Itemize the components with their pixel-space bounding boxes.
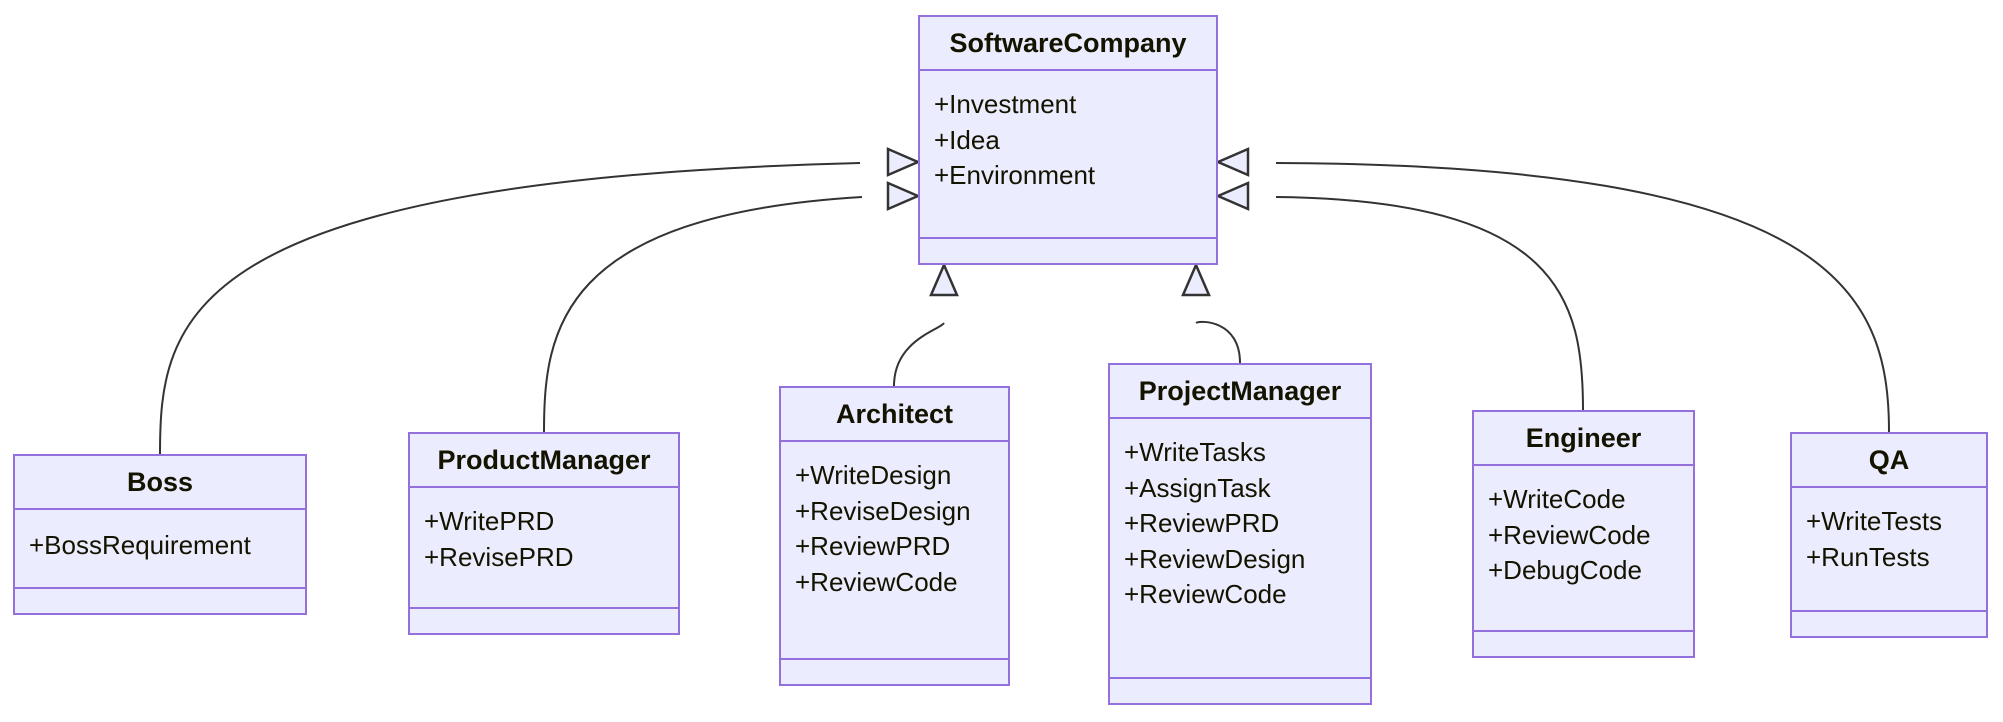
class-attributes-compartment: +BossRequirement	[15, 510, 305, 589]
uml-class-projectmanager[interactable]: ProjectManager +WriteTasks +AssignTask +Rev…	[1108, 363, 1372, 705]
class-attributes-compartment: +WritePRD +RevisePRD	[410, 488, 678, 609]
class-attribute: +AssignTask	[1124, 472, 1271, 503]
class-methods-compartment	[15, 589, 305, 613]
uml-class-boss[interactable]: Boss +BossRequirement	[13, 454, 307, 615]
class-attributes-compartment: +WriteDesign +ReviseDesign +ReviewPRD +Revi…	[781, 442, 1008, 660]
class-attribute: +BossRequirement	[29, 530, 251, 560]
class-attribute: +RevisePRD	[424, 541, 574, 572]
class-attributes-compartment: +WriteTests +RunTests	[1792, 488, 1986, 612]
class-name-label: Architect	[781, 388, 1008, 442]
generalization-arrow-icon	[886, 147, 922, 177]
class-attributes-compartment: +WriteCode +ReviewCode +DebugCode	[1474, 466, 1693, 632]
edge-line	[1195, 320, 1241, 364]
uml-class-qa[interactable]: QA +WriteTests +RunTests	[1790, 432, 1988, 638]
uml-class-productmanager[interactable]: ProductManager +WritePRD +RevisePRD	[408, 432, 680, 635]
class-attribute: +ReviewCode	[795, 566, 958, 597]
class-attribute: +ReviewDesign	[1124, 543, 1306, 574]
edge-line	[893, 322, 945, 387]
uml-class-softwarecompany[interactable]: SoftwareCompany +Investment +Idea +Environm…	[918, 15, 1218, 265]
class-attribute: +WriteDesign	[795, 460, 952, 490]
class-attribute: +Environment	[934, 160, 1096, 191]
class-name-label: Boss	[15, 456, 305, 510]
class-attribute: +WritePRD	[424, 506, 555, 536]
generalization-arrow-icon	[1214, 181, 1250, 211]
class-attribute: +WriteTests	[1806, 506, 1943, 536]
class-attribute: +WriteTasks	[1124, 437, 1266, 467]
class-attribute: +ReviewPRD	[795, 531, 951, 562]
class-methods-compartment	[781, 660, 1008, 684]
class-attribute: +DebugCode	[1488, 555, 1642, 586]
edge-projectmanager-to-company	[1181, 261, 1241, 364]
edge-line	[159, 162, 861, 455]
class-name-label: ProjectManager	[1110, 365, 1370, 419]
edge-architect-to-company	[893, 261, 959, 387]
class-attribute: +ReviewCode	[1124, 579, 1287, 610]
generalization-arrow-icon	[929, 261, 959, 297]
class-name-label: Engineer	[1474, 412, 1693, 466]
class-name-label: QA	[1792, 434, 1986, 488]
class-attribute: +ReviewCode	[1488, 519, 1651, 550]
class-attribute: +WriteCode	[1488, 484, 1626, 514]
generalization-arrow-icon	[886, 181, 922, 211]
class-attributes-compartment: +Investment +Idea +Environment	[920, 71, 1216, 239]
class-attribute: +Investment	[934, 89, 1077, 119]
class-attribute: +Idea	[934, 124, 1000, 155]
uml-class-architect[interactable]: Architect +WriteDesign +ReviseDesign +Revie…	[779, 386, 1010, 686]
class-name-label: SoftwareCompany	[920, 17, 1216, 71]
class-methods-compartment	[1110, 679, 1370, 703]
generalization-arrow-icon	[1214, 147, 1250, 177]
class-methods-compartment	[410, 609, 678, 633]
generalization-arrow-icon	[1181, 261, 1211, 297]
class-methods-compartment	[920, 239, 1216, 263]
class-methods-compartment	[1792, 612, 1986, 636]
class-methods-compartment	[1474, 632, 1693, 656]
class-name-label: ProductManager	[410, 434, 678, 488]
class-attribute: +ReviewPRD	[1124, 508, 1280, 539]
uml-class-engineer[interactable]: Engineer +WriteCode +ReviewCode +DebugCode	[1472, 410, 1695, 658]
class-attributes-compartment: +WriteTasks +AssignTask +ReviewPRD +ReviewD…	[1110, 419, 1370, 679]
class-attribute: +RunTests	[1806, 541, 1930, 572]
class-attribute: +ReviseDesign	[795, 495, 971, 526]
